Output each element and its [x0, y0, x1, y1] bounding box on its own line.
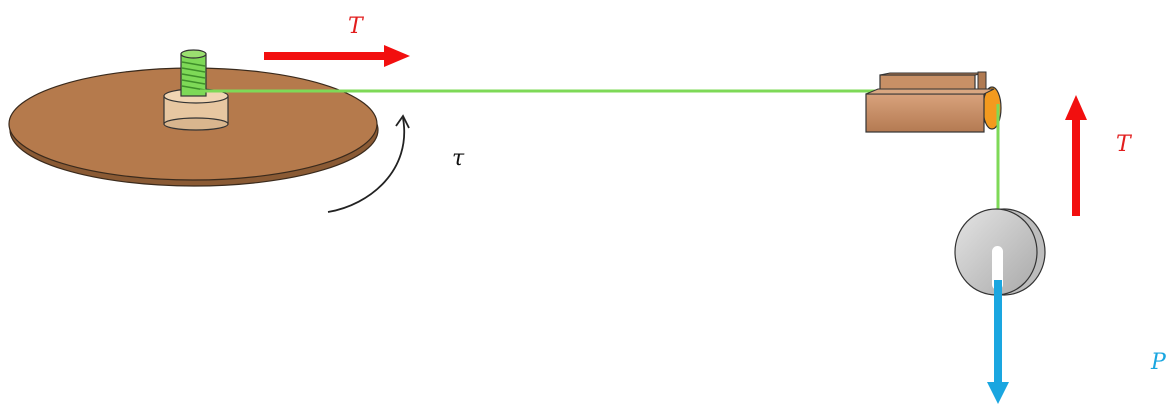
weight-label: P	[1150, 350, 1167, 375]
weight-arrow	[987, 280, 1009, 404]
torque-label: τ	[452, 146, 465, 171]
pulley-block	[865, 71, 1002, 133]
string-spool	[180, 49, 207, 97]
hanging-mass	[954, 208, 1046, 296]
tension-arrow-vertical	[1065, 95, 1087, 216]
tension-label-top: T	[348, 14, 365, 39]
tension-label-right: T	[1116, 132, 1133, 157]
tension-arrow-horizontal	[264, 45, 410, 67]
torque-arrow	[327, 114, 410, 213]
